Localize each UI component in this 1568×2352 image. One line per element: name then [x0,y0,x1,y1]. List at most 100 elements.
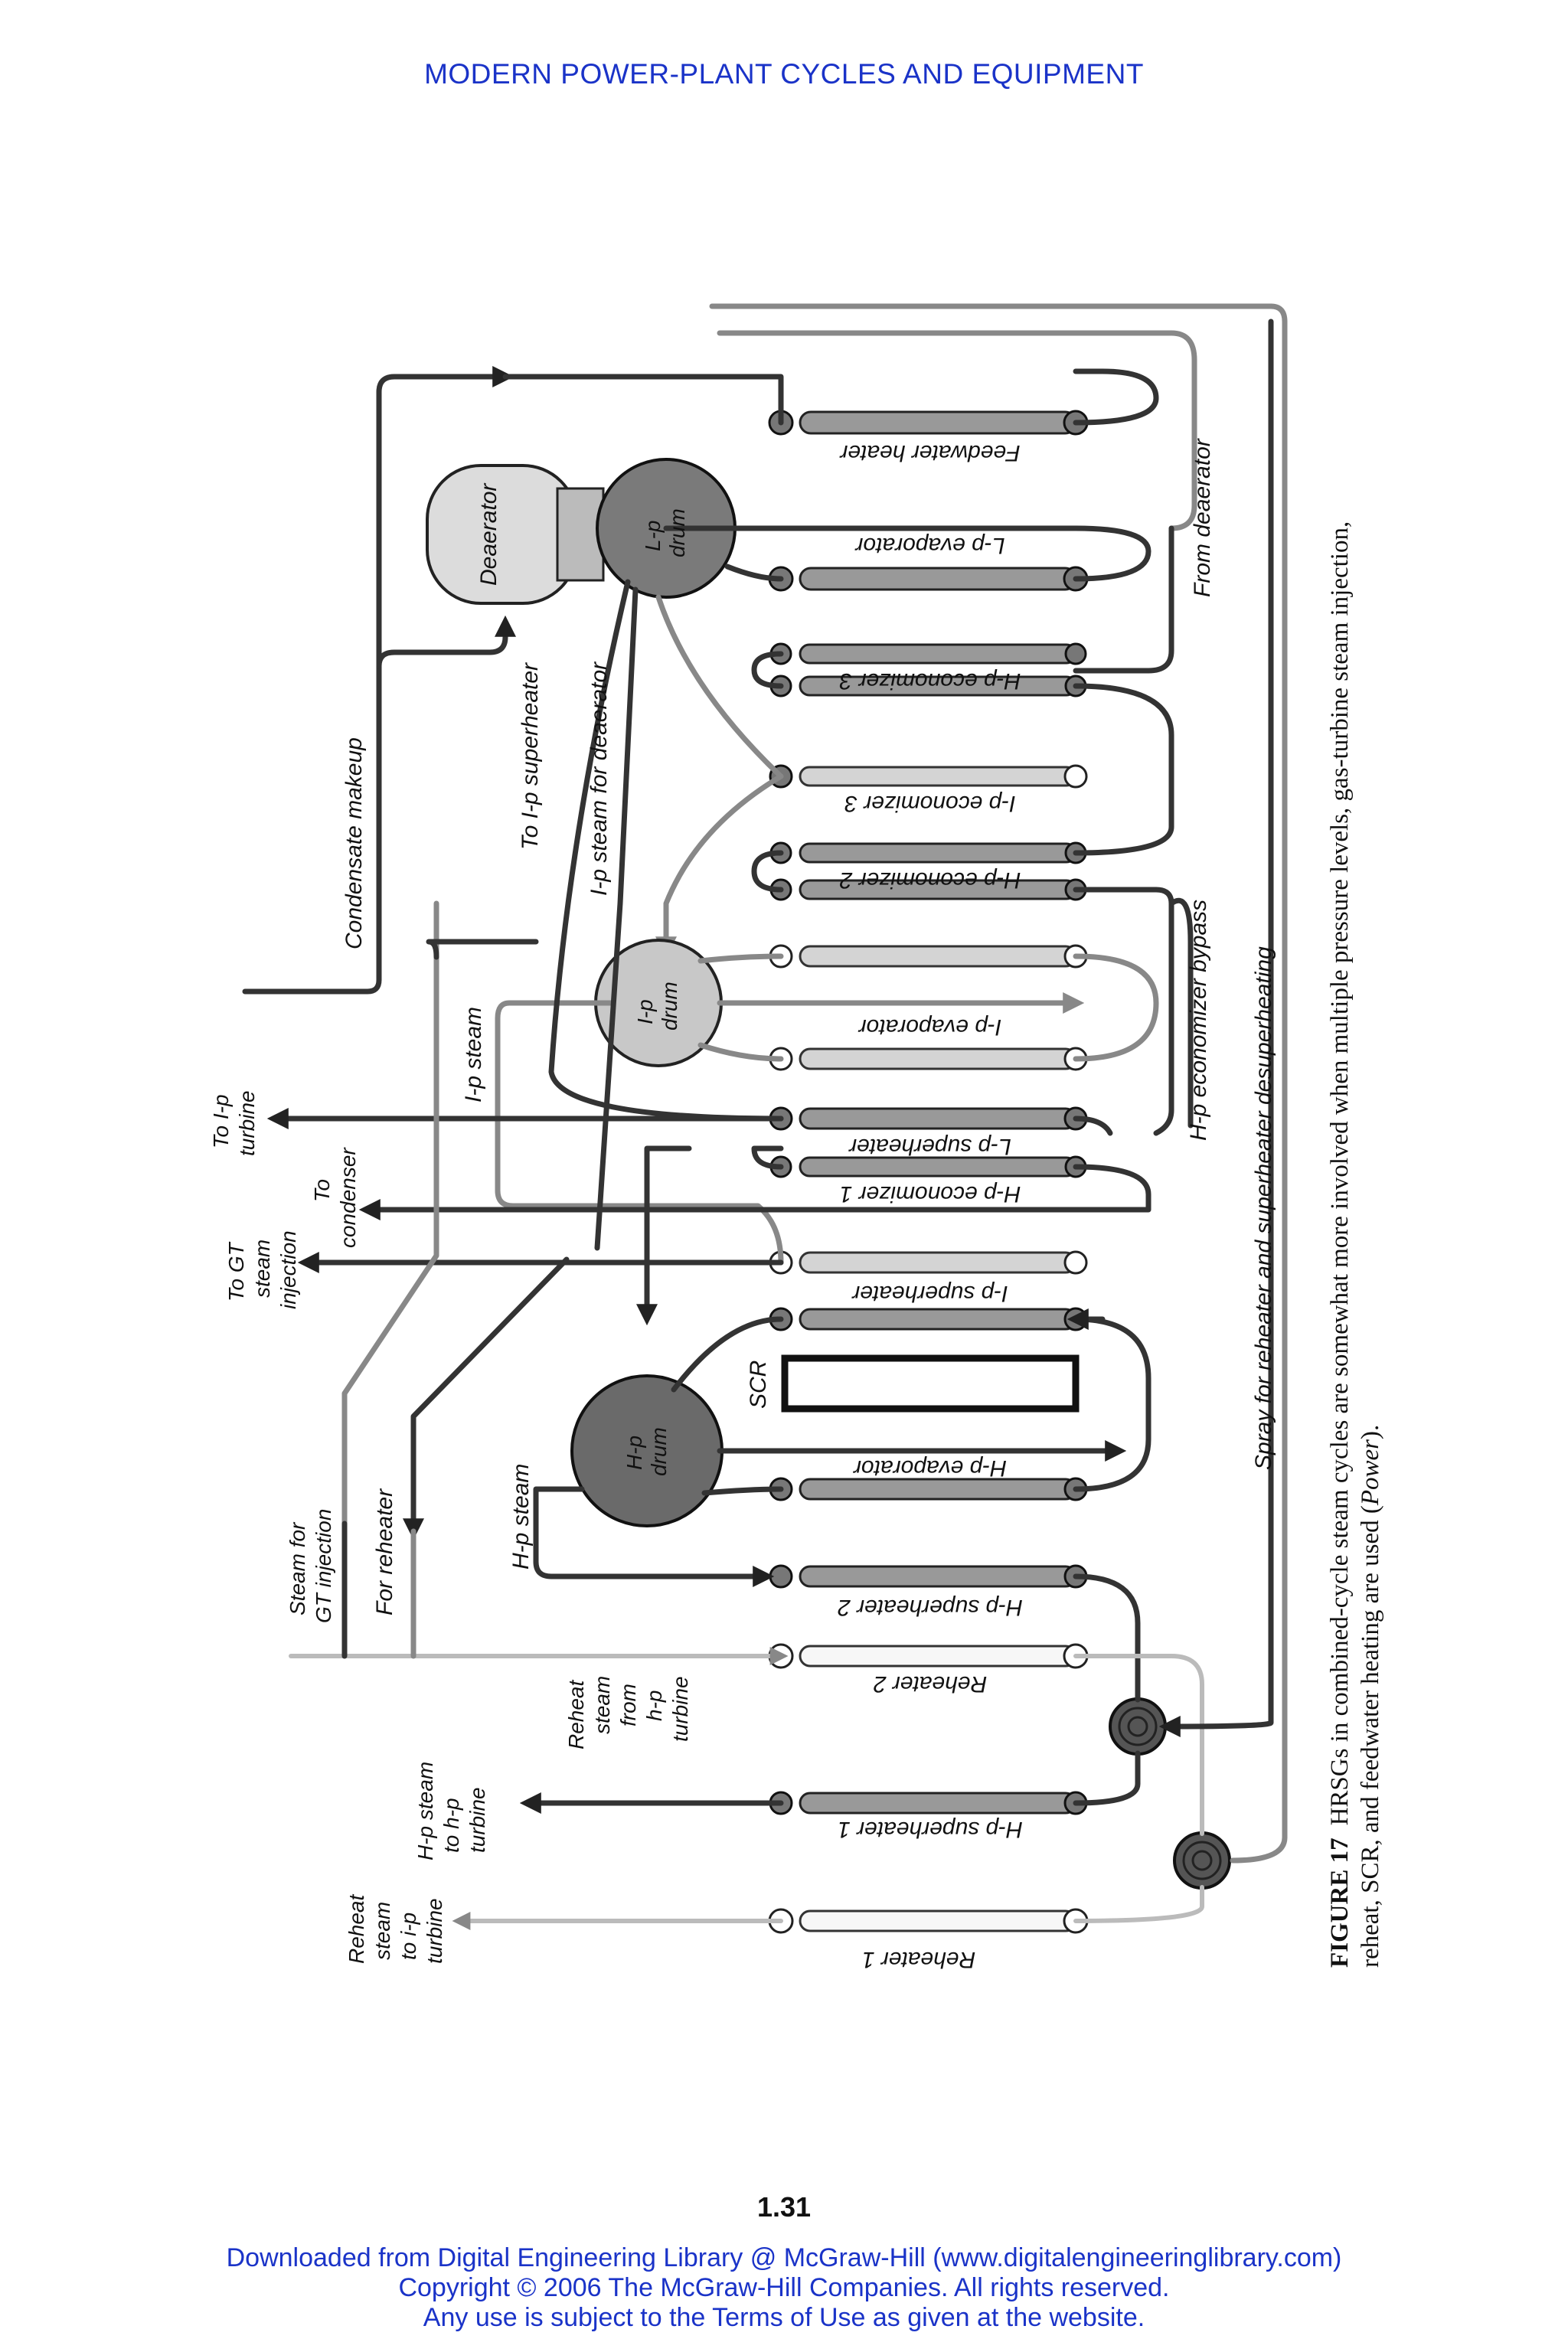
feed-to-hp-drum [636,1145,692,1326]
svg-text:To GT: To GT [224,1241,248,1302]
svg-text:reheat, SCR, and feedwater hea: reheat, SCR, and feedwater heating are u… [1357,1425,1384,1968]
condensate-top-line [376,366,514,669]
svg-text:I-p: I-p [633,999,657,1024]
ip-steam-branch [341,900,439,1534]
svg-text:injection: injection [276,1230,300,1309]
label-to-ip-superheater: To I-p superheater [518,662,543,850]
desup-to-hpsh1 [1073,1750,1141,1806]
label-steam-for-gt-injection: Steam for GT injection [286,1509,335,1623]
hpsh2-to-desup [1073,1573,1141,1703]
desuperheater-2 [1173,1831,1231,1890]
feedwater-loop [1073,368,1159,426]
hp-econ3-supply [1073,525,1174,674]
label-hp-economizer-3: H-p economizer 3 [839,668,1021,694]
svg-text:FIGURE 17HRSGs in combined-cyc: FIGURE 17HRSGs in combined-cycle steam c… [1326,521,1354,1968]
coil-ip-evaporator [769,944,1088,1071]
coil-ip-superheater [769,1250,1088,1275]
hp-evap-loop [1073,1316,1152,1492]
svg-text:to i-p: to i-p [397,1913,420,1960]
hp-steam-line [533,1486,775,1587]
scr-box [781,1354,1080,1413]
footer: Downloaded from Digital Engineering Libr… [0,2243,1568,2333]
to-lp-superheater-line [548,579,784,1122]
label-ip-steam: I-p steam [461,1007,486,1102]
label-spray: Spray for reheater and superheater desup… [1251,946,1276,1470]
lp-sh-exit [1073,1116,1113,1136]
coil-reheater-2 [768,1643,1089,1669]
svg-text:steam: steam [250,1240,274,1298]
condensate-makeup-line [242,615,516,995]
svg-text:from: from [616,1684,640,1726]
for-reheater-line [403,1256,570,1540]
coil-hp-evaporator [769,1477,1088,1501]
svg-text:H-p: H-p [622,1436,646,1470]
svg-text:H-p steam: H-p steam [413,1762,437,1860]
svg-text:steam: steam [371,1902,394,1960]
label-ip-superheater: I-p superheater [851,1281,1008,1306]
hp-econ3-to-econ2 [1073,683,1174,856]
label-to-gt-steam-injection: To GT steam injection [224,1230,300,1309]
svg-text:Reheat: Reheat [345,1893,368,1964]
deaerator [426,464,605,605]
coil-feedwater-heater [768,410,1089,436]
hp-drum-riser [671,1316,784,1393]
label-lp-evaporator: L-p evaporator [854,533,1004,558]
svg-text:condenser: condenser [336,1147,360,1248]
svg-text:GT injection: GT injection [312,1509,335,1623]
label-to-ip-turbine: To I-p turbine [209,1090,259,1156]
label-for-reheater: For reheater [372,1488,397,1615]
spray-line-outer [709,303,1288,1864]
ipecon-to-ipdrum [655,773,784,959]
svg-text:drum: drum [658,982,681,1031]
svg-text:Steam for: Steam for [286,1521,309,1615]
label-lp-superheater: L-p superheater [848,1134,1011,1159]
ip-evap-top [697,953,784,964]
lp-evap-loop [663,525,1152,582]
label-ip-economizer-3: I-p economizer 3 [844,791,1016,816]
coil-hp-superheater-1 [769,1791,1088,1815]
ip-evap-bottom [697,1042,784,1062]
hp-econ1-loop [751,1145,784,1170]
label-hp-evaporator: H-p evaporator [853,1455,1007,1481]
coil-reheater-1 [768,1908,1089,1934]
footer-line-2: Copyright © 2006 The McGraw-Hill Compani… [398,2273,1170,2302]
svg-text:h-p: h-p [642,1690,666,1721]
label-hp-steam: H-p steam [508,1464,534,1570]
svg-text:L-p: L-p [641,521,665,551]
label-reheater-1: Reheater 1 [862,1947,975,1972]
svg-text:turbine: turbine [466,1787,489,1853]
label-hp-steam-to-hp-turbine: H-p steam to h-p turbine [413,1762,489,1860]
svg-text:To I-p: To I-p [209,1094,233,1148]
svg-text:to h-p: to h-p [439,1798,463,1853]
hp-econ3-uturn [751,651,784,689]
coil-hp-economizer-2 [769,841,1087,901]
label-from-deaerator: From deaerator [1190,438,1215,597]
feedwater-inlet [502,374,784,426]
desup2-to-rh1 [1073,1885,1204,1923]
footer-line-1[interactable]: Downloaded from Digital Engineering Libr… [226,2243,1342,2272]
ip-evap-loop [1073,953,1159,1062]
coil-ip-economizer-3 [769,764,1088,789]
lp-drum-to-ipecon [655,594,784,779]
hp-evap-return [701,1486,784,1496]
page-number: 1.31 [756,2191,812,2223]
ip-steam-top [426,939,539,960]
svg-text:Reheat: Reheat [564,1679,588,1749]
label-hp-economizer-2: H-p economizer 2 [839,867,1021,893]
to-condenser-line [358,1164,1152,1220]
label-condensate-makeup: Condensate makeup [341,737,367,949]
lp-evap-return [724,564,784,582]
label-reheat-steam-to-ip-turbine: Reheat steam to i-p turbine [345,1893,446,1964]
label-ip-drum: I-p drum [633,982,681,1031]
svg-text:drum: drum [665,508,689,557]
label-reheater-2: Reheater 2 [873,1671,987,1697]
label-reheat-steam-from-hp-turbine: Reheat steam from h-p turbine [564,1676,692,1749]
hp-econ2-uturn [751,850,784,893]
figure-caption: FIGURE 17HRSGs in combined-cycle steam c… [1326,521,1384,1968]
label-hp-superheater-2: H-p superheater 2 [838,1595,1023,1620]
spray-line-inner [1158,318,1274,1737]
svg-text:turbine: turbine [423,1898,446,1964]
label-hp-superheater-1: H-p superheater 1 [838,1817,1023,1842]
label-hp-economizer-bypass: H-p economizer bypass [1186,900,1211,1141]
